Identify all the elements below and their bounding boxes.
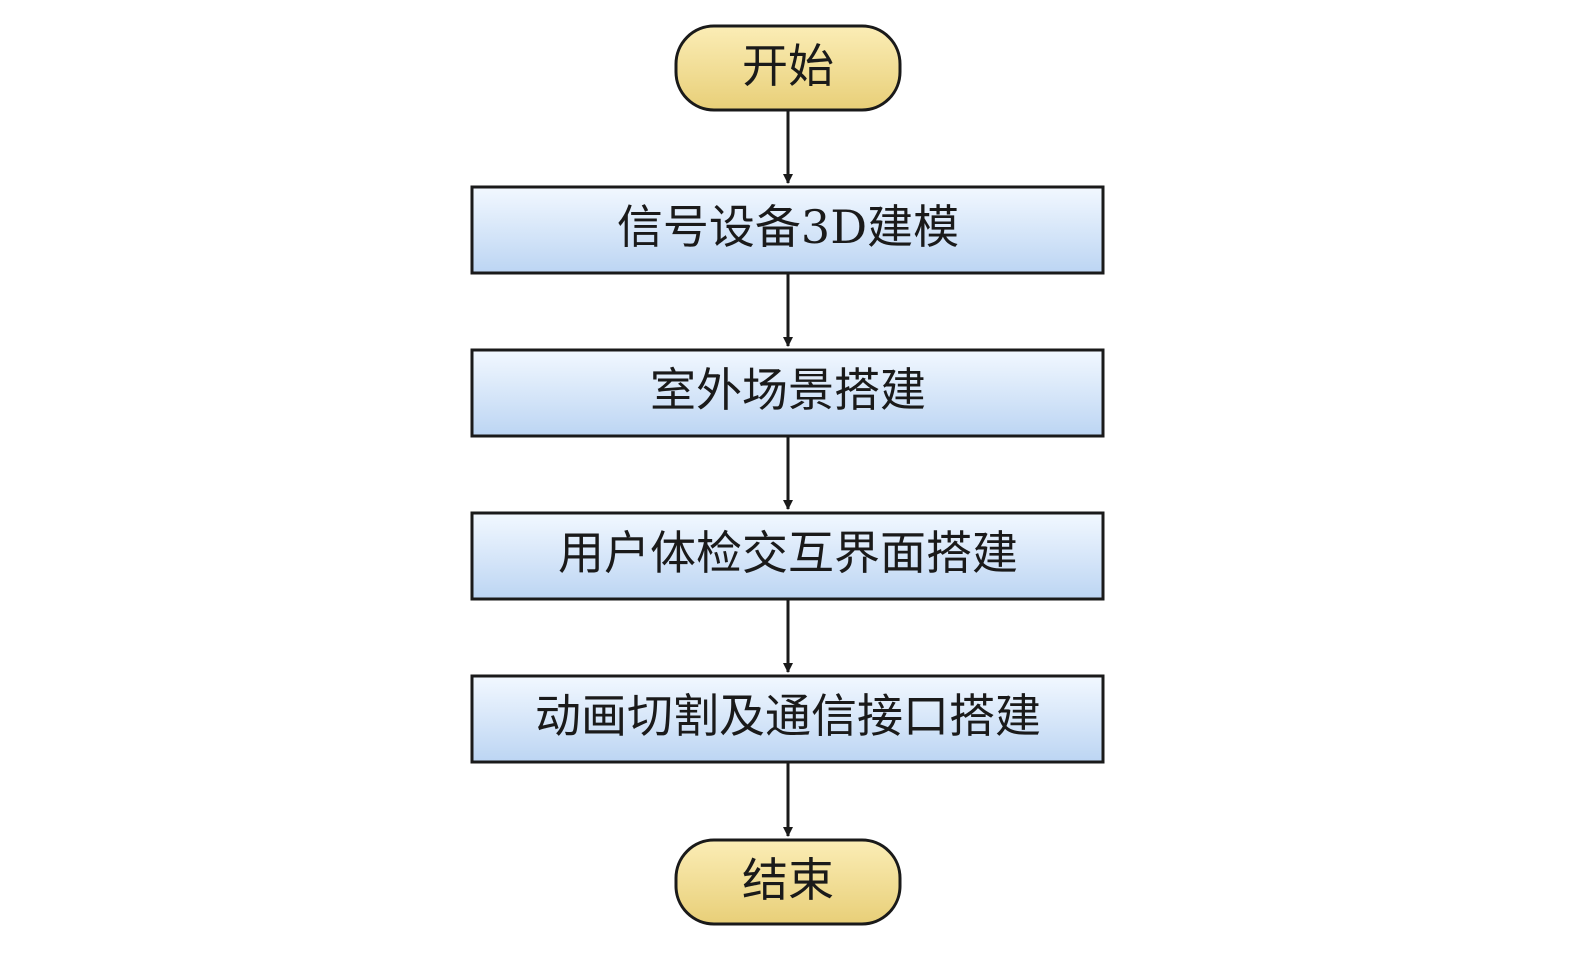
- step-1-shape: [470, 185, 1105, 275]
- step-4-node: 动画切割及通信接口搭建: [470, 674, 1105, 764]
- end-node-shape: [674, 838, 902, 926]
- step-4-label: 动画切割及通信接口搭建: [535, 689, 1041, 743]
- step-1-label: 信号设备3D建模: [617, 200, 959, 254]
- start-node: 开始: [674, 24, 902, 112]
- step-2-label: 室外场景搭建: [650, 363, 926, 417]
- step-1-node: 信号设备3D建模: [470, 185, 1105, 275]
- start-node-label: 开始: [742, 39, 834, 93]
- end-node: 结束: [674, 838, 902, 926]
- end-node-label: 结束: [742, 853, 834, 907]
- step-4-shape: [470, 674, 1105, 764]
- step-3-shape: [470, 511, 1105, 601]
- step-3-node: 用户体检交互界面搭建: [470, 511, 1105, 601]
- step-3-label: 用户体检交互界面搭建: [558, 526, 1018, 580]
- step-2-node: 室外场景搭建: [470, 348, 1105, 438]
